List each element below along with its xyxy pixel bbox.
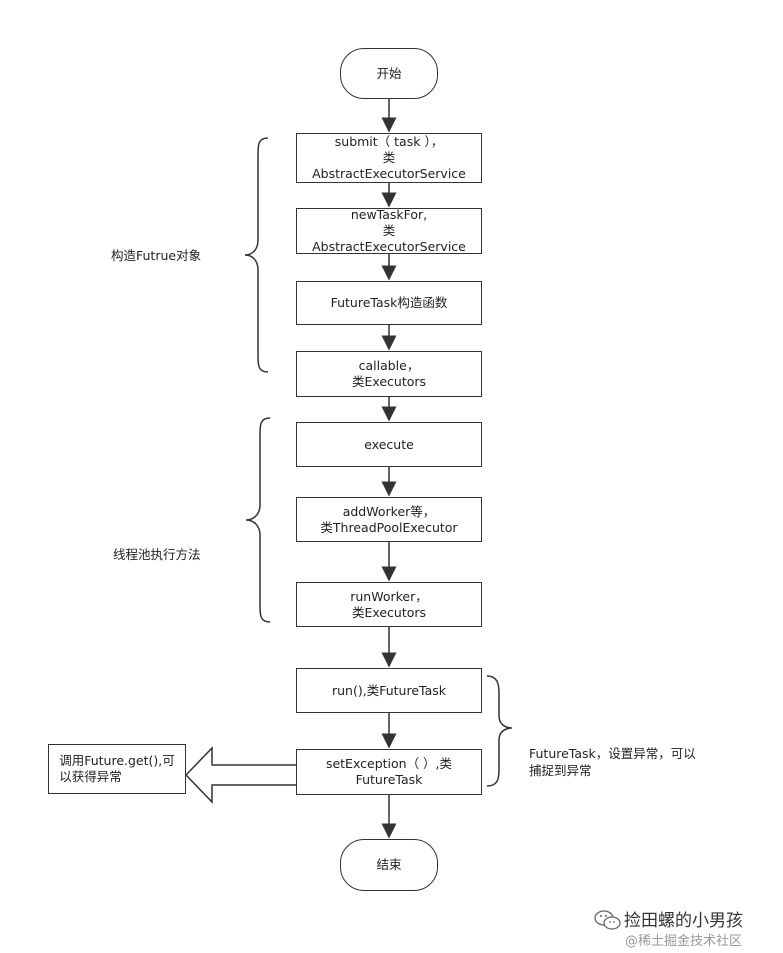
future-get-node: 调用Future.get(),可 以获得异常 (48, 744, 186, 794)
futuretask-constructor-node: FutureTask构造函数 (296, 281, 482, 325)
watermark-platform: @稀土掘金技术社区 (625, 934, 743, 949)
start-node-label: 开始 (376, 65, 402, 81)
end-node-label: 结束 (376, 857, 402, 872)
futuretask-constructor-label: FutureTask构造函数 (330, 295, 448, 310)
newtaskfor-node: newTaskFor, 类 AbstractExecutorService (296, 207, 482, 254)
addworker-node-label: addWorker等， 类ThreadPoolExecutor (320, 503, 458, 535)
callable-node: callable， 类Executors (296, 351, 482, 397)
runworker-node: runWorker， 类Executors (296, 582, 482, 627)
construct-annotation: 构造Futrue对象 (111, 248, 202, 263)
future-get-node-label: 调用Future.get(),可 以获得异常 (59, 753, 175, 784)
execute-node: execute (296, 422, 482, 467)
brace-thread-pool (245, 417, 271, 623)
wechat-icon (594, 910, 621, 930)
submit-node: submit（ task ）， 类 AbstractExecutorServic… (296, 133, 482, 183)
setexception-node: setException（ ）,类 FutureTask (296, 749, 482, 795)
runworker-node-label: runWorker， 类Executors (350, 588, 428, 620)
brace-future-task (486, 675, 513, 787)
start-node: 开始 (340, 48, 438, 99)
run-node: run(),类FutureTask (296, 668, 482, 713)
callable-node-label: callable， 类Executors (351, 358, 427, 389)
watermark-account: 捡田螺的小男孩 (624, 911, 743, 931)
setexception-node-label: setException（ ）,类 FutureTask (325, 756, 453, 787)
thread-pool-annotation: 线程池执行方法 (113, 547, 201, 562)
end-node: 结束 (340, 839, 438, 891)
addworker-node: addWorker等， 类ThreadPoolExecutor (296, 497, 482, 542)
hollow-left-arrow (184, 746, 296, 804)
newtaskfor-node-label: newTaskFor, 类 AbstractExecutorService (312, 207, 466, 254)
run-node-label: run(),类FutureTask (332, 682, 446, 698)
brace-construct (244, 137, 269, 373)
execute-node-label: execute (364, 436, 414, 452)
futuretask-annotation: FutureTask，设置异常，可以 捕捉到异常 (529, 746, 696, 778)
submit-node-label: submit（ task ）， 类 AbstractExecutorServic… (312, 134, 466, 181)
